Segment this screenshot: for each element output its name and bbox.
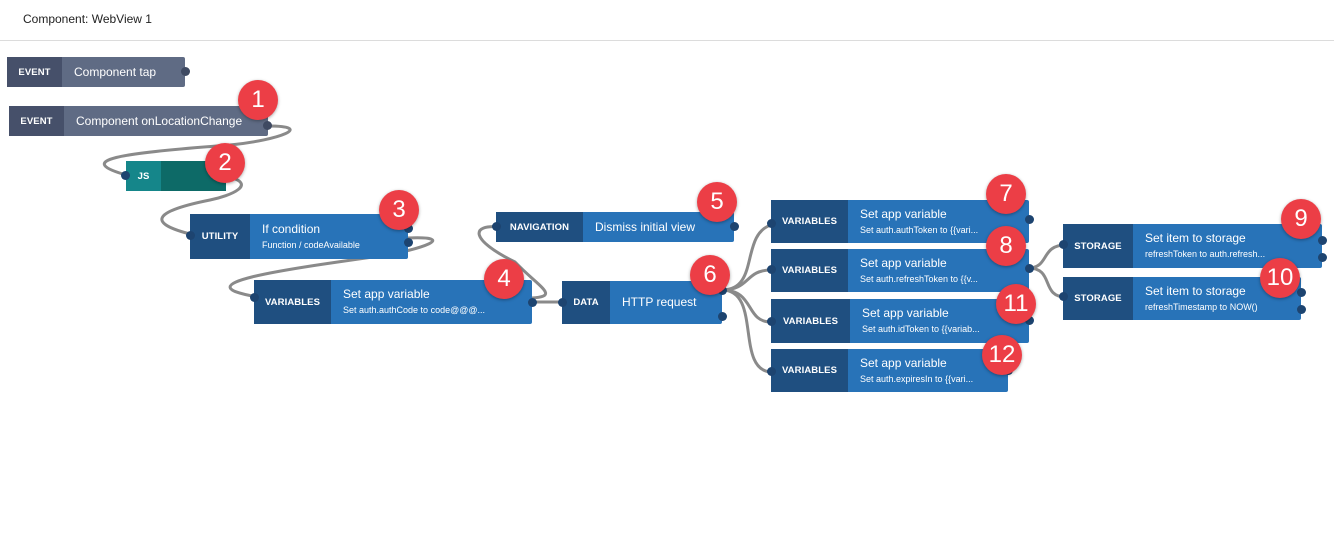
callout-badge-6: 6 xyxy=(690,255,730,295)
block-subtitle: Function / codeAvailable xyxy=(262,239,360,250)
output-port-true[interactable] xyxy=(404,224,413,233)
block-subtitle: refreshToken to auth.refresh... xyxy=(1145,249,1266,259)
js-category-label: JS xyxy=(126,161,161,191)
callout-badge-2: 2 xyxy=(205,143,245,183)
block-title: Set item to storage xyxy=(1145,283,1246,298)
output-port[interactable] xyxy=(181,67,190,76)
output-port[interactable] xyxy=(730,222,739,231)
set-idtoken-block[interactable]: VARIABLES Set app variable Set auth.idTo… xyxy=(771,299,1029,343)
event-component-tap[interactable]: EVENT Component tap xyxy=(7,57,185,87)
input-port[interactable] xyxy=(121,171,130,180)
callout-badge-3: 3 xyxy=(379,190,419,230)
callout-badge-10: 10 xyxy=(1260,258,1300,298)
output-port[interactable] xyxy=(263,121,272,130)
block-title: Set app variable xyxy=(860,206,947,221)
set-authtoken-block[interactable]: VARIABLES Set app variable Set auth.auth… xyxy=(771,200,1029,243)
event-title: Component tap xyxy=(74,64,157,79)
input-port[interactable] xyxy=(767,265,776,274)
input-port[interactable] xyxy=(767,317,776,326)
callout-badge-11: 11 xyxy=(996,284,1036,324)
navigation-category-label: NAVIGATION xyxy=(496,212,583,242)
block-title: HTTP request xyxy=(622,295,697,309)
output-port[interactable] xyxy=(1297,288,1306,297)
block-title: If condition xyxy=(262,221,321,236)
block-title: Set app variable xyxy=(860,255,947,270)
variables-category-label: VARIABLES xyxy=(254,280,331,324)
event-component-onlocationchange[interactable]: EVENT Component onLocationChange xyxy=(9,106,268,136)
input-port[interactable] xyxy=(767,219,776,228)
variables-category-label: VARIABLES xyxy=(771,200,848,243)
block-subtitle: Set auth.expiresIn to {{vari... xyxy=(860,373,974,384)
storage-category-label: STORAGE xyxy=(1063,277,1133,320)
output-port[interactable] xyxy=(1025,316,1034,325)
storage-category-label: STORAGE xyxy=(1063,224,1133,268)
input-port[interactable] xyxy=(767,367,776,376)
utility-category-label: UTILITY xyxy=(190,214,250,259)
block-title: Set app variable xyxy=(862,306,949,320)
input-port[interactable] xyxy=(1059,240,1068,249)
block-title: Set app variable xyxy=(860,355,947,370)
callout-badge-4: 4 xyxy=(484,259,524,299)
event-category-label: EVENT xyxy=(7,57,62,87)
callout-badge-7: 7 xyxy=(986,174,1026,214)
callout-badge-8: 8 xyxy=(986,226,1026,266)
block-subtitle: Set auth.authToken to {{vari... xyxy=(860,224,979,235)
output-port[interactable] xyxy=(528,298,537,307)
block-subtitle: Set auth.authCode to code@@@... xyxy=(343,305,485,315)
input-port[interactable] xyxy=(558,298,567,307)
input-port[interactable] xyxy=(250,293,259,302)
event-category-label: EVENT xyxy=(9,106,64,136)
dismiss-initial-view-block[interactable]: NAVIGATION Dismiss initial view xyxy=(496,212,734,242)
block-title: Set item to storage xyxy=(1145,231,1246,245)
variables-category-label: VARIABLES xyxy=(771,249,848,292)
callout-badge-9: 9 xyxy=(1281,199,1321,239)
wire-js-to-utility xyxy=(160,174,243,237)
set-expiresin-block[interactable]: VARIABLES Set app variable Set auth.expi… xyxy=(771,349,1008,392)
callout-badge-12: 12 xyxy=(982,335,1022,375)
output-port-false[interactable] xyxy=(404,238,413,247)
callout-badge-5: 5 xyxy=(697,182,737,222)
block-title: Set app variable xyxy=(343,287,430,301)
data-category-label: DATA xyxy=(562,281,610,324)
variables-category-label: VARIABLES xyxy=(771,299,850,343)
set-refreshtoken-block[interactable]: VARIABLES Set app variable Set auth.refr… xyxy=(771,249,1029,292)
if-condition-block[interactable]: UTILITY If condition Function / codeAvai… xyxy=(190,214,408,259)
block-subtitle: Set auth.idToken to {{variab... xyxy=(862,324,980,334)
input-port[interactable] xyxy=(186,231,195,240)
output-port-error[interactable] xyxy=(718,312,727,321)
block-subtitle: refreshTimestamp to NOW() xyxy=(1145,301,1258,312)
wire-refresh-to-storage-refresh xyxy=(1026,243,1068,270)
variables-category-label: VARIABLES xyxy=(771,349,848,392)
output-port[interactable] xyxy=(1318,236,1327,245)
block-title: Dismiss initial view xyxy=(595,219,696,234)
wire-data-to-expires xyxy=(720,288,773,374)
output-port[interactable] xyxy=(1025,264,1034,273)
page-title: Component: WebView 1 xyxy=(23,12,152,26)
event-title: Component onLocationChange xyxy=(76,113,243,128)
output-port-error[interactable] xyxy=(1297,305,1306,314)
output-port-error[interactable] xyxy=(1318,253,1327,262)
output-port[interactable] xyxy=(1025,215,1034,224)
block-subtitle: Set auth.refreshToken to {{v... xyxy=(860,273,978,284)
callout-badge-1: 1 xyxy=(238,80,278,120)
top-bar: Component: WebView 1 xyxy=(0,0,1334,41)
wire-utility-to-variables xyxy=(228,236,435,299)
input-port[interactable] xyxy=(1059,292,1068,301)
input-port[interactable] xyxy=(492,222,501,231)
